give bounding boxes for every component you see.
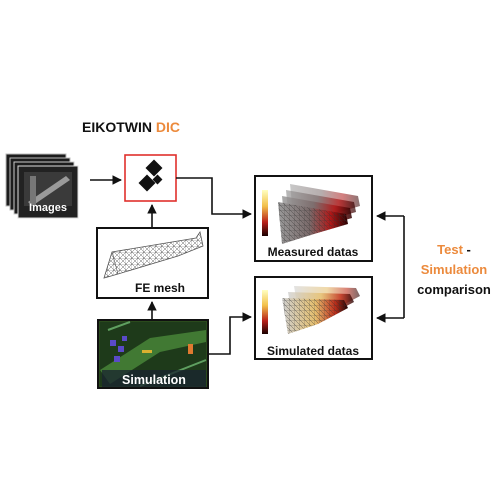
dic-box bbox=[124, 154, 177, 202]
simulated-datas-label: Simulated datas bbox=[267, 344, 359, 358]
measured-colorbar bbox=[262, 190, 268, 236]
eikotwin-logo-icon bbox=[138, 159, 163, 192]
fe-mesh-box: FE mesh bbox=[96, 227, 209, 299]
title-brand: EIKOTWIN bbox=[82, 119, 152, 135]
images-box: Images bbox=[5, 153, 79, 219]
comparison-dash: - bbox=[462, 242, 471, 257]
images-label: Images bbox=[29, 202, 67, 214]
test-simulation-comparison: Test - Simulation comparison bbox=[408, 240, 500, 300]
title-product: DIC bbox=[155, 119, 181, 135]
measured-datas-label: Measured datas bbox=[268, 245, 359, 259]
fe-mesh-label: FE mesh bbox=[135, 281, 185, 295]
measured-datas-box: Measured datas bbox=[254, 175, 373, 262]
simulated-datas-box: Simulated datas bbox=[254, 276, 373, 360]
diagram-title: EIKOTWIN DIC bbox=[82, 119, 180, 135]
simulation-label: Simulation bbox=[122, 373, 186, 387]
simulated-colorbar bbox=[262, 290, 268, 334]
comparison-test: Test bbox=[437, 242, 463, 257]
measured-wing-plot bbox=[278, 184, 360, 244]
simulation-box: Simulation bbox=[97, 319, 209, 389]
comparison-word: comparison bbox=[417, 282, 491, 297]
simulated-wing-plot bbox=[282, 286, 360, 334]
arrow-simulation-to-simulated bbox=[208, 312, 252, 355]
specimen-photo bbox=[24, 172, 72, 206]
comparison-simulation: Simulation bbox=[420, 262, 488, 277]
arrow-dic-to-measured bbox=[176, 177, 252, 219]
